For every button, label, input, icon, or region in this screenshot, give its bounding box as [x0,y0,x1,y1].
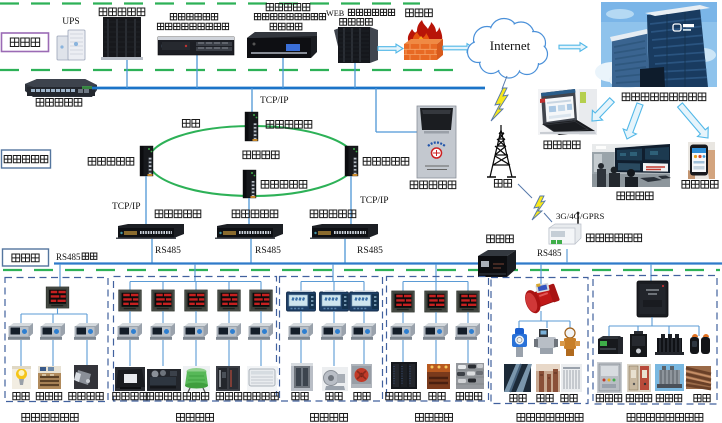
svg-text:RS485: RS485 [155,246,181,256]
svg-text:TCP/IP: TCP/IP [112,202,141,212]
svg-text:Internet: Internet [490,38,531,53]
svg-text:3G/4G/GPRS: 3G/4G/GPRS [556,211,605,221]
svg-text:UPS: UPS [62,17,79,27]
svg-text:TCP/IP: TCP/IP [360,196,389,206]
svg-text:WEB: WEB [326,9,345,18]
svg-text:TCP/IP: TCP/IP [260,96,289,106]
svg-text:RS485: RS485 [56,252,81,262]
svg-text:RS485: RS485 [255,246,281,256]
svg-text:RS485: RS485 [357,246,383,256]
svg-text:RS485: RS485 [537,248,562,258]
